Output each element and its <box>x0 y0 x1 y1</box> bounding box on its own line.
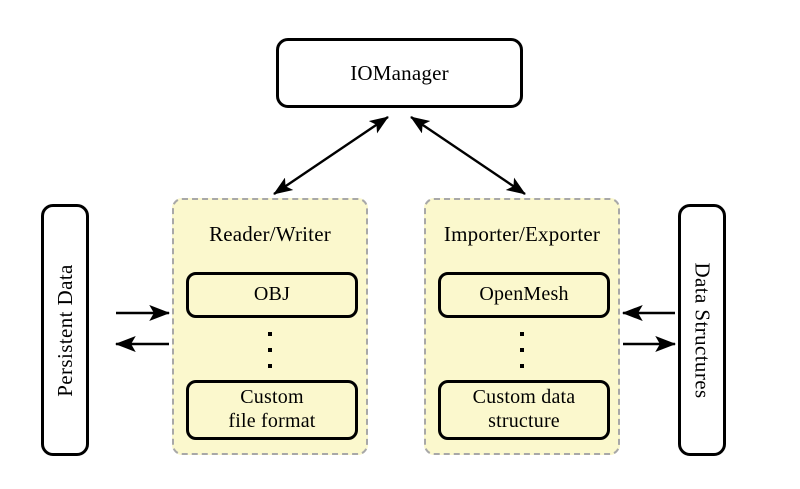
data-structures-box[interactable]: Data Structures <box>678 204 726 456</box>
io-manager-label: IOManager <box>350 60 449 85</box>
reader-writer-item-obj-label: OBJ <box>253 283 291 306</box>
importer-exporter-item-openmesh[interactable]: OpenMesh <box>438 272 610 318</box>
reader-writer-item-custom-file-format-label: Custom file format <box>228 386 316 432</box>
io-manager-box[interactable]: IOManager <box>276 38 523 108</box>
reader-writer-ellipsis-icon <box>174 328 366 372</box>
persistent-data-label: Persistent Data <box>52 263 77 397</box>
importer-exporter-item-custom-data-structure[interactable]: Custom data structure <box>438 380 610 440</box>
importer-exporter-title: Importer/Exporter <box>443 222 601 246</box>
importer-exporter-ellipsis-icon <box>426 328 618 372</box>
reader-writer-item-obj[interactable]: OBJ <box>186 272 358 318</box>
persistent-data-box[interactable]: Persistent Data <box>41 204 89 456</box>
data-structures-label: Data Structures <box>690 261 715 399</box>
reader-writer-title: Reader/Writer <box>209 222 331 246</box>
reader-writer-panel[interactable]: Reader/Writer OBJ Custom file format <box>172 198 368 455</box>
importer-exporter-item-custom-data-structure-label: Custom data structure <box>472 386 576 432</box>
connector-manager-reader-writer <box>273 116 389 195</box>
reader-writer-item-custom-file-format[interactable]: Custom file format <box>186 380 358 440</box>
importer-exporter-item-openmesh-label: OpenMesh <box>479 283 569 306</box>
connector-manager-importer-exporter <box>410 116 526 195</box>
importer-exporter-panel[interactable]: Importer/Exporter OpenMesh Custom data s… <box>424 198 620 455</box>
